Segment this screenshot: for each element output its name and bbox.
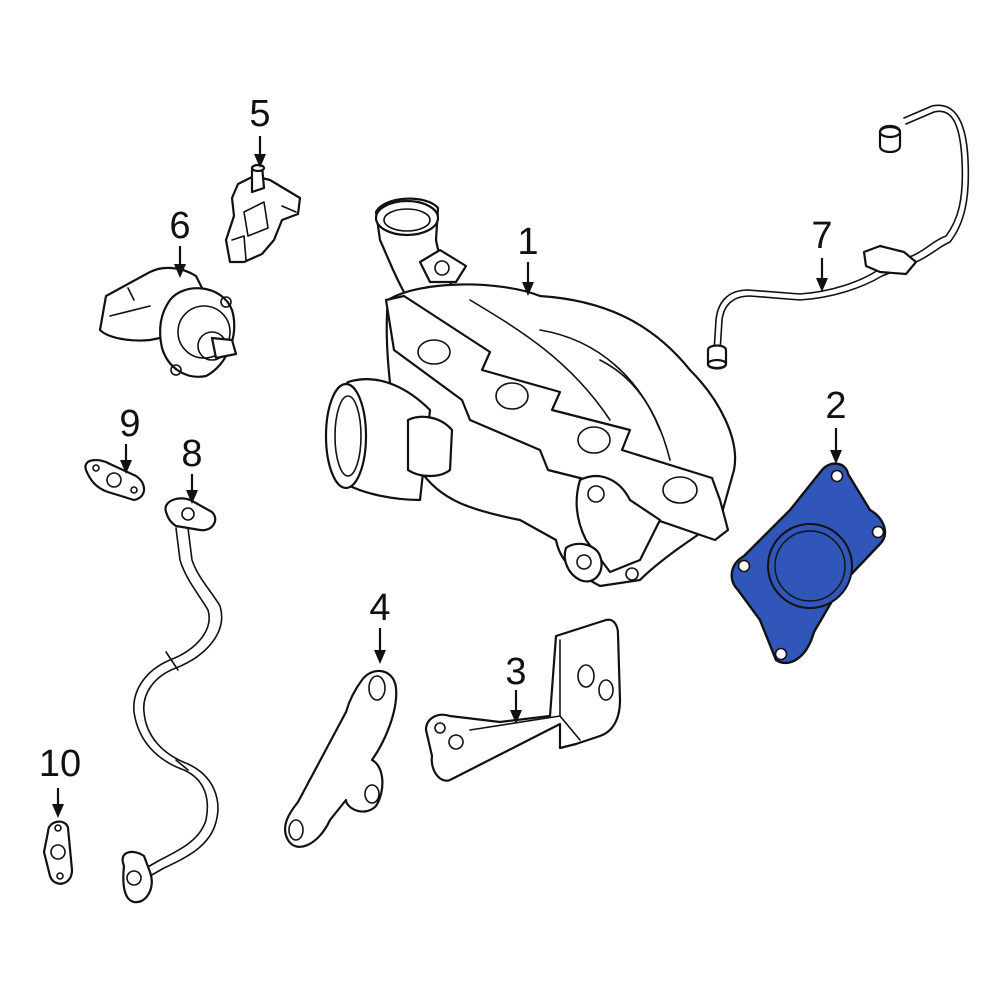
- small-gasket-10[interactable]: [42, 820, 74, 885]
- solenoid-valve[interactable]: [224, 163, 302, 264]
- callout-labels: 1 2 3 4 5 6 7 8 9 10: [39, 93, 847, 785]
- support-arm[interactable]: [283, 670, 398, 848]
- callout-10: 10: [39, 743, 81, 785]
- callout-6: 6: [169, 205, 190, 247]
- turbocharger[interactable]: [324, 197, 737, 588]
- callout-arrows: [52, 136, 842, 818]
- callout-5: 5: [249, 93, 270, 135]
- gasket-highlighted[interactable]: [730, 462, 887, 665]
- callout-2: 2: [825, 385, 846, 427]
- oil-feed-pipe[interactable]: [121, 497, 223, 904]
- small-gasket-9[interactable]: [84, 458, 146, 502]
- callout-9: 9: [119, 403, 140, 445]
- sensor-line[interactable]: [706, 104, 970, 370]
- callout-4: 4: [369, 587, 390, 629]
- boost-actuator[interactable]: [98, 266, 238, 378]
- callout-3: 3: [505, 651, 526, 693]
- callout-8: 8: [181, 433, 202, 475]
- support-bracket[interactable]: [424, 618, 622, 782]
- callout-1: 1: [517, 221, 538, 263]
- callout-7: 7: [811, 215, 832, 257]
